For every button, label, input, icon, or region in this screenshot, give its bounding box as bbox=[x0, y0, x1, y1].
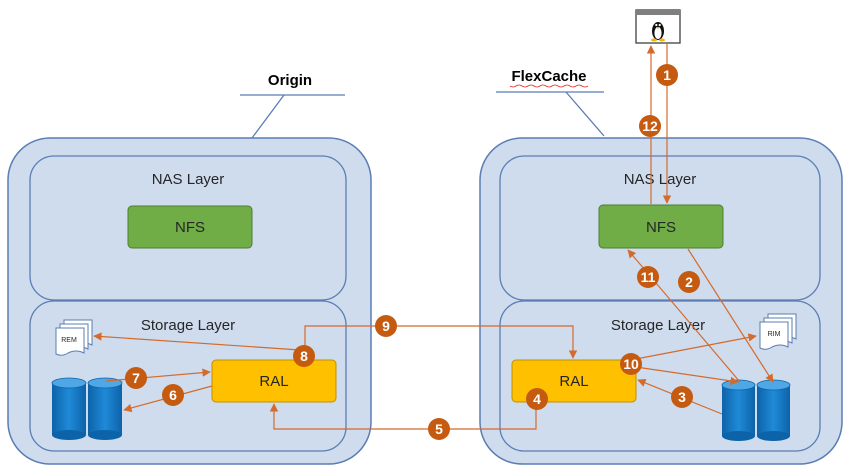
origin-storage-layer-label: Storage Layer bbox=[141, 317, 235, 334]
arrow-step-2 bbox=[687, 248, 774, 383]
step-badge-2: 2 bbox=[678, 271, 700, 293]
svg-text:9: 9 bbox=[382, 318, 390, 334]
step-badge-6: 6 bbox=[162, 384, 184, 406]
step-badge-11: 11 bbox=[637, 266, 659, 288]
step-badge-10: 10 bbox=[620, 353, 642, 375]
flexcache-nfs-box bbox=[598, 204, 724, 249]
arrow-step-10a bbox=[635, 366, 739, 386]
arrow-step-10b bbox=[635, 333, 757, 360]
arrow-step-9 bbox=[304, 325, 578, 359]
flexcache-title-group: FlexCache bbox=[496, 68, 605, 137]
svg-text:4: 4 bbox=[533, 391, 541, 407]
origin-nfs-box bbox=[127, 205, 253, 249]
flexcache-nas-layer-label: NAS Layer bbox=[624, 171, 697, 188]
step-badge-8: 8 bbox=[293, 345, 315, 367]
rem-document-icon: REM bbox=[55, 319, 93, 356]
step-badges: 1 12 2 11 3 10 4 5 6 7 8 9 bbox=[125, 64, 700, 440]
arrow-step-7 bbox=[105, 368, 211, 382]
svg-text:11: 11 bbox=[641, 269, 656, 285]
arrow-step-5 bbox=[269, 402, 537, 430]
origin-nfs-label: NFS bbox=[175, 219, 205, 236]
svg-text:12: 12 bbox=[642, 118, 658, 134]
step-badge-7: 7 bbox=[125, 367, 147, 389]
rem-label: REM bbox=[61, 337, 77, 344]
svg-text:8: 8 bbox=[300, 348, 308, 364]
rim-document-icon: RIM bbox=[759, 313, 797, 350]
origin-nas-layer-label: NAS Layer bbox=[152, 171, 225, 188]
flexcache-ral-label: RAL bbox=[559, 373, 588, 390]
rim-label: RIM bbox=[768, 331, 781, 338]
step-badge-1: 1 bbox=[656, 64, 678, 86]
arrow-step-8 bbox=[93, 332, 301, 351]
svg-text:6: 6 bbox=[169, 387, 177, 403]
linux-client-icon bbox=[635, 9, 681, 44]
svg-text:3: 3 bbox=[678, 389, 686, 405]
step-badge-12: 12 bbox=[639, 115, 661, 137]
origin-title: Origin bbox=[268, 72, 312, 89]
step-badge-9: 9 bbox=[375, 315, 397, 337]
flexcache-nfs-label: NFS bbox=[646, 219, 676, 236]
svg-text:7: 7 bbox=[132, 370, 140, 386]
step-badge-5: 5 bbox=[428, 418, 450, 440]
flexcache-disks-icon bbox=[721, 379, 791, 441]
step-badge-3: 3 bbox=[671, 386, 693, 408]
flexcache-title: FlexCache bbox=[511, 68, 586, 85]
origin-ral-label: RAL bbox=[259, 373, 288, 390]
origin-ral-box bbox=[211, 359, 337, 403]
svg-text:5: 5 bbox=[435, 421, 443, 437]
svg-text:2: 2 bbox=[685, 274, 693, 290]
linux-penguin-icon bbox=[651, 22, 665, 42]
svg-text:1: 1 bbox=[663, 67, 671, 83]
svg-text:10: 10 bbox=[623, 356, 639, 372]
origin-title-group: Origin bbox=[240, 72, 345, 139]
step-badge-4: 4 bbox=[526, 388, 548, 410]
origin-disks-icon bbox=[51, 377, 123, 440]
flexcache-storage-layer-label: Storage Layer bbox=[611, 317, 705, 334]
